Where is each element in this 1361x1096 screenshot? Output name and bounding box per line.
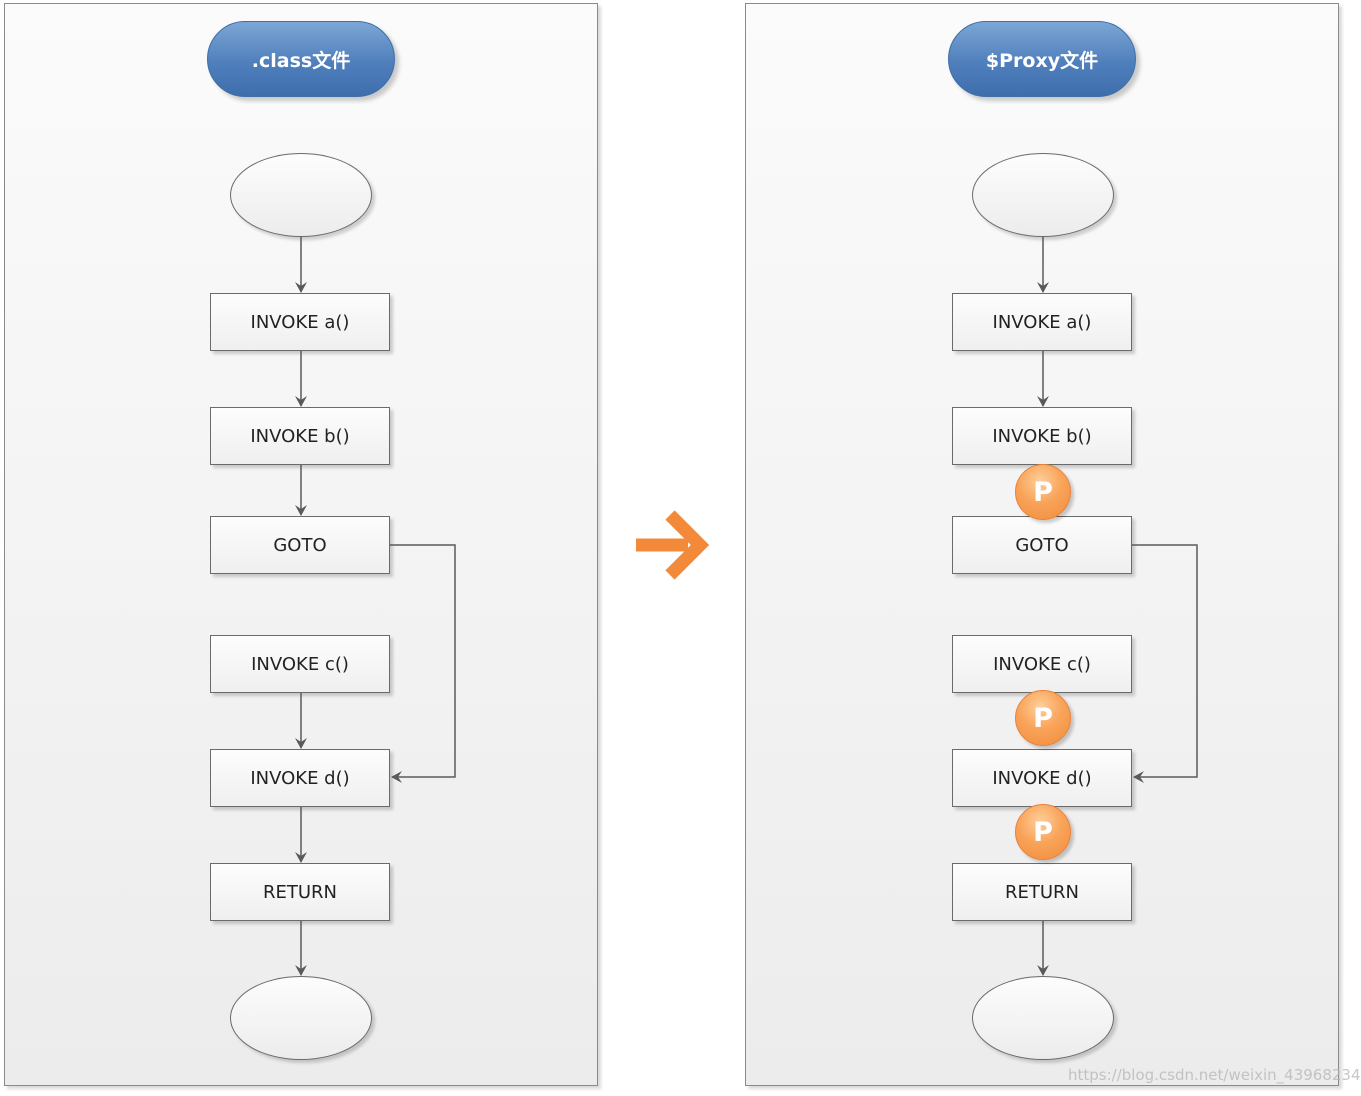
class-file-title: .class文件 [207, 21, 395, 97]
edge-goto-jump [390, 544, 456, 783]
end-node [230, 976, 372, 1060]
start-node [230, 153, 372, 237]
proxy-return-node: RETURN [952, 863, 1132, 921]
proxy-file-title: $Proxy文件 [948, 21, 1136, 97]
proxy-end-node [972, 976, 1114, 1060]
left-connectors [295, 237, 456, 976]
goto-node: GOTO [210, 516, 390, 574]
proxy-start-node [972, 153, 1114, 237]
right-connectors [1037, 237, 1198, 976]
return-node: RETURN [210, 863, 390, 921]
proxy-invoke-c-node: INVOKE c() [952, 635, 1132, 693]
proxy-badge-1: P [1015, 464, 1071, 520]
proxy-invoke-d-node: INVOKE d() [952, 749, 1132, 807]
proxy-invoke-b-node: INVOKE b() [952, 407, 1132, 465]
proxy-edge-goto-jump [1132, 544, 1198, 783]
watermark: https://blog.csdn.net/weixin_43968234 [1068, 1066, 1361, 1084]
invoke-c-node: INVOKE c() [210, 635, 390, 693]
proxy-invoke-a-node: INVOKE a() [952, 293, 1132, 351]
invoke-b-node: INVOKE b() [210, 407, 390, 465]
transform-arrow-icon [636, 510, 710, 580]
proxy-badge-2: P [1015, 690, 1071, 746]
invoke-a-node: INVOKE a() [210, 293, 390, 351]
invoke-d-node: INVOKE d() [210, 749, 390, 807]
proxy-goto-node: GOTO [952, 516, 1132, 574]
proxy-badge-3: P [1015, 804, 1071, 860]
